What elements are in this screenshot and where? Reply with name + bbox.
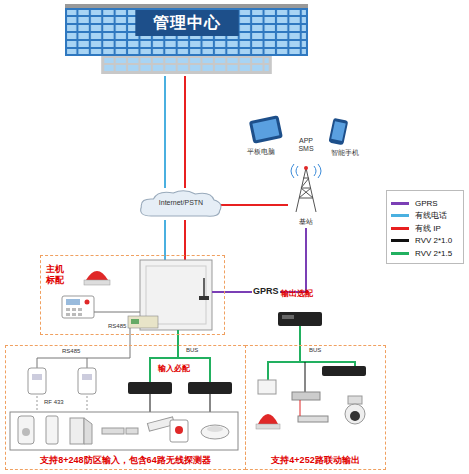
connector (221, 204, 288, 206)
legend-swatch (391, 239, 409, 242)
node-label: 基站 (282, 217, 330, 227)
input-equipment (10, 328, 238, 450)
legend-text: RVV 2*1.0 (415, 236, 452, 245)
cloud-node: Internet/PSTN (138, 188, 224, 220)
part-label: BUS (309, 347, 321, 354)
legend-swatch (391, 227, 409, 230)
tower-node: 基站 (288, 162, 324, 228)
node-label: Internet/PSTN (138, 199, 224, 206)
legend-row: RVV 2*1.0 (391, 235, 459, 248)
phone-icon (328, 118, 348, 146)
section-label: 输入必配 (158, 365, 190, 374)
legend-text: RVV 2*1.5 (415, 249, 452, 258)
section-label: 输出选配 (281, 290, 313, 299)
legend-row: GPRS (391, 197, 459, 210)
legend-row: RVV 2*1.5 (391, 247, 459, 260)
legend-swatch (391, 252, 409, 255)
region-box: 支持4+252路联动输出 (245, 345, 386, 470)
legend-row: 有线 IP (391, 222, 459, 235)
legend-text: 有线 IP (415, 223, 441, 234)
connector (164, 76, 166, 188)
connector (177, 335, 179, 345)
region-caption: 支持4+252路联动输出 (246, 454, 385, 467)
part-label: RS485 (62, 348, 80, 355)
region-box: 支持8+248防区输入，包含64路无线探测器 (5, 345, 246, 470)
region-box: 主机标配 (40, 255, 225, 335)
part-label: BUS (186, 347, 198, 354)
host-equipment (62, 255, 225, 335)
part-label: APP SMS (294, 137, 318, 152)
connector (164, 220, 166, 255)
tablet-icon (249, 115, 283, 144)
part-label: RS485 (108, 323, 126, 330)
connector (184, 220, 186, 255)
region-caption: 支持8+248防区输入，包含64路无线探测器 (6, 454, 245, 467)
output-equipment (256, 312, 366, 429)
legend-swatch (391, 202, 409, 205)
part-label: 智能手机 (331, 149, 359, 157)
part-label: 平板电脑 (247, 148, 275, 156)
connector (184, 76, 186, 188)
legend-text: GPRS (415, 199, 438, 208)
edge-label: GPRS (252, 287, 280, 297)
building-node: 管理中心 (65, 0, 308, 76)
legend-row: 有线电话 (391, 210, 459, 223)
legend-swatch (391, 214, 409, 217)
legend-text: 有线电话 (415, 210, 447, 221)
region-heading: 主机标配 (46, 264, 67, 286)
node-label: 管理中心 (65, 13, 308, 34)
part-label: RF 433 (44, 399, 64, 406)
legend-box: GPRS 有线电话有线 IP RVV 2*1.0RVV 2*1.5 (386, 190, 464, 264)
connector (225, 228, 306, 292)
